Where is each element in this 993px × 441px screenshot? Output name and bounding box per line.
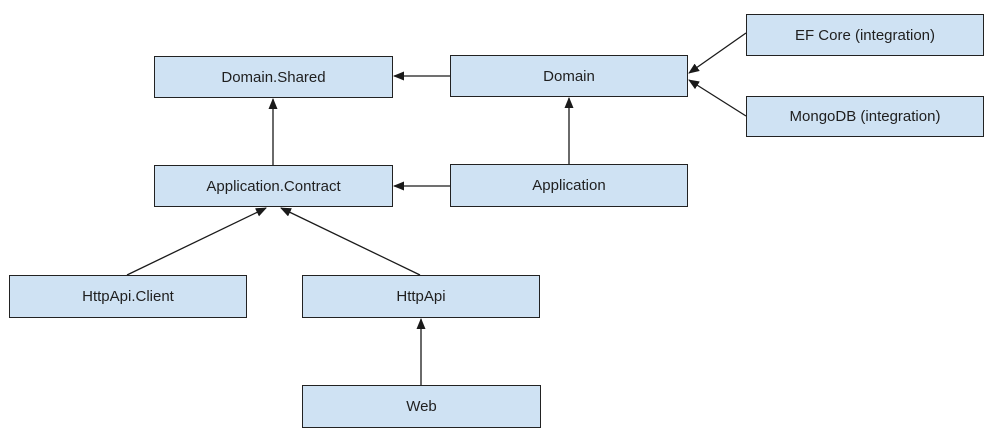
edge-httpapiclient-to-appcontract [126, 207, 267, 276]
edge-efcore-to-domain [688, 32, 747, 74]
node-httpapi-client: HttpApi.Client [9, 275, 247, 318]
node-application: Application [450, 164, 688, 207]
node-ef-core-integration: EF Core (integration) [746, 14, 984, 56]
node-mongodb-integration: MongoDB (integration) [746, 96, 984, 137]
node-web: Web [302, 385, 541, 428]
node-httpapi: HttpApi [302, 275, 540, 318]
node-application-contract: Application.Contract [154, 165, 393, 207]
edge-mongodb-to-domain [688, 79, 747, 117]
node-domain: Domain [450, 55, 688, 97]
edge-httpapi-to-appcontract [280, 207, 421, 276]
node-domain-shared: Domain.Shared [154, 56, 393, 98]
